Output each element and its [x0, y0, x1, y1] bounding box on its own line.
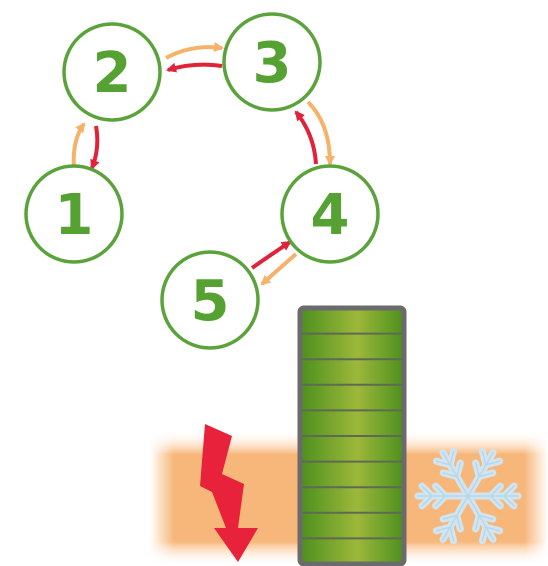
snowflake-arm — [449, 526, 455, 542]
state-label-5: 5 — [191, 269, 230, 334]
snowflake-arm — [434, 485, 447, 497]
snowflake-arm — [481, 526, 487, 542]
snowflake-arm — [489, 495, 502, 507]
transition-arrows — [71, 41, 335, 286]
snowflake-arm — [467, 451, 494, 497]
snowflake-arm — [421, 485, 433, 497]
state-node-1: 1 — [24, 164, 124, 264]
snowflake-arm — [467, 495, 494, 541]
snowflake-arm — [489, 485, 502, 497]
snowflake-arm — [474, 462, 480, 478]
snowflake-arm — [478, 472, 494, 478]
snowflake-arm — [485, 526, 501, 532]
state-label-4: 4 — [311, 183, 350, 248]
lightning-bolt-icon — [200, 424, 258, 562]
state-node-3: 3 — [222, 12, 322, 112]
snowflake-arm — [503, 485, 515, 497]
snowflake-arm — [442, 472, 458, 478]
snowflake-arm — [435, 460, 451, 466]
snowflake-arm — [442, 451, 469, 497]
state-label-3: 3 — [253, 31, 292, 96]
arrow-4-to-5 — [260, 252, 298, 286]
battery-stack-icon — [297, 305, 407, 566]
state-node-5: 5 — [160, 250, 260, 350]
snowflake-arm — [456, 514, 462, 530]
arrow-3-to-2 — [166, 62, 223, 73]
snowflake-arm — [485, 460, 501, 466]
arrow-3-to-4 — [306, 100, 335, 166]
snowflake-arm — [474, 514, 480, 530]
state-label-2: 2 — [93, 41, 132, 106]
snowflake-arm — [456, 462, 462, 478]
state-node-2: 2 — [62, 22, 162, 122]
arrow-2-to-3 — [165, 41, 224, 60]
snowflake-arm — [435, 526, 451, 532]
snowflake-arm — [503, 495, 515, 507]
arrow-2-to-1 — [90, 125, 100, 170]
snowflake-icon — [414, 447, 522, 545]
state-label-1: 1 — [55, 183, 94, 248]
snowflake-arm — [442, 495, 469, 541]
snowflake-arm — [478, 514, 494, 520]
snowflake-arm — [421, 495, 433, 507]
state-node-4: 4 — [280, 164, 380, 264]
arrow-4-to-3 — [294, 110, 318, 165]
arrow-1-to-2 — [71, 122, 86, 169]
battery-segment-dividers — [302, 332, 402, 540]
snowflake-arm — [442, 514, 458, 520]
snowflake-arm — [434, 495, 447, 507]
snowflake-arm — [481, 450, 487, 466]
snowflake-arm — [449, 450, 455, 466]
arrow-5-to-4 — [250, 240, 292, 270]
